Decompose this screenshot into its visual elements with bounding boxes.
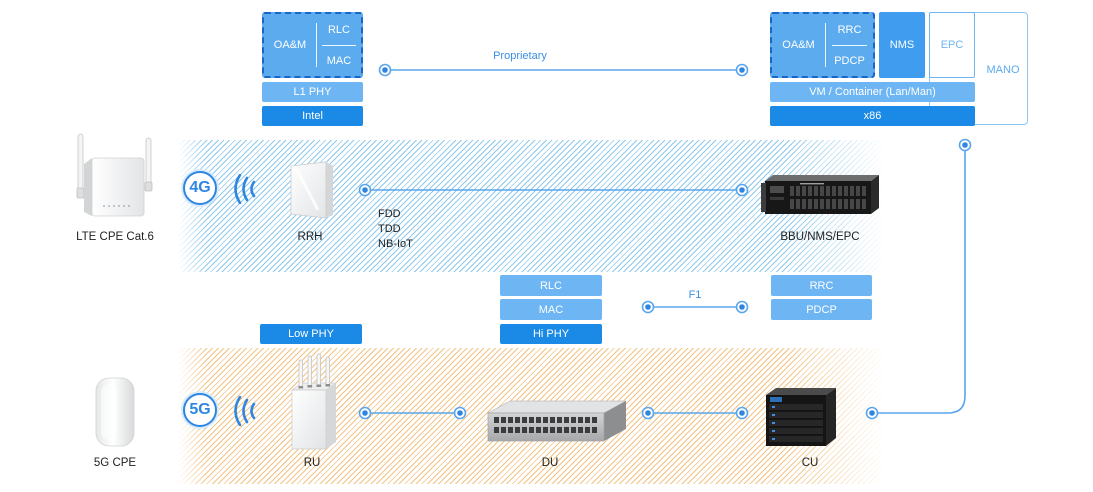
cu-top-face bbox=[766, 388, 836, 395]
core-stack-horizontal-divider bbox=[832, 45, 867, 46]
lte-fronthaul-left-endpoint bbox=[358, 183, 372, 197]
cu-rrc-box: RRC bbox=[771, 275, 872, 296]
edge-stack-oam-group: OA&M RLC MAC bbox=[262, 12, 363, 78]
bbu-side-face bbox=[871, 175, 879, 214]
du-mac-box: MAC bbox=[500, 299, 602, 320]
ru-label: RU bbox=[303, 457, 321, 469]
cu-control-module bbox=[770, 397, 782, 402]
5g-badge: 5G bbox=[183, 393, 217, 427]
bbu-label: BBU/NMS/EPC bbox=[780, 231, 860, 243]
cpe-right-antenna bbox=[144, 137, 153, 192]
edge-stack-horizontal-divider bbox=[322, 45, 356, 46]
lte-cpe-label: LTE CPE Cat.6 bbox=[76, 231, 154, 243]
du-top-face bbox=[487, 400, 627, 414]
cu-pdcp-box: PDCP bbox=[771, 299, 872, 320]
rrh-label: RRH bbox=[297, 231, 323, 243]
proprietary-link-left-endpoint bbox=[378, 63, 392, 77]
core-rrc-label: RRC bbox=[837, 24, 862, 36]
cpe-body-front bbox=[91, 157, 145, 217]
du-device-image bbox=[487, 400, 627, 442]
du-side-face bbox=[604, 401, 626, 441]
proprietary-link-label: Proprietary bbox=[493, 50, 547, 62]
core-oam-label: OA&M bbox=[782, 39, 815, 51]
cu-label: CU bbox=[801, 457, 819, 469]
5g-badge-text: 5G bbox=[189, 401, 211, 418]
cu-to-mano-backhaul-line bbox=[878, 151, 966, 414]
bbu-display bbox=[770, 186, 784, 193]
4g-badge-text: 4G bbox=[189, 179, 211, 196]
du-label: DU bbox=[541, 457, 559, 469]
duplex-mode-tdd: TDD bbox=[378, 223, 401, 235]
ru-device-image bbox=[290, 353, 338, 450]
ru-antennas bbox=[298, 353, 330, 389]
bbu-drive-bays bbox=[790, 186, 868, 211]
lte-fronthaul-right-endpoint bbox=[735, 183, 749, 197]
edge-oam-label: OA&M bbox=[273, 39, 307, 51]
ru-front-face bbox=[291, 389, 327, 450]
proprietary-link-right-endpoint bbox=[735, 63, 749, 77]
cu-side-face bbox=[826, 388, 836, 446]
f1-link-right-endpoint bbox=[735, 300, 749, 314]
ru-side-face bbox=[326, 383, 336, 449]
du-rlc-box: RLC bbox=[500, 275, 602, 296]
edge-stack-vertical-divider bbox=[316, 23, 317, 67]
cu-backhaul-endpoint bbox=[865, 406, 879, 420]
edge-l1-phy-box: L1 PHY bbox=[262, 82, 363, 102]
mano-label: MANO bbox=[986, 64, 1020, 76]
bbu-rack-ear bbox=[761, 183, 766, 212]
bbu-server-image bbox=[761, 175, 879, 214]
core-stack-vertical-divider bbox=[825, 23, 826, 67]
core-pdcp-label: PDCP bbox=[834, 55, 865, 67]
wireless-signal-icon bbox=[234, 174, 256, 204]
rrh-device-image bbox=[290, 161, 333, 219]
lte-cpe-device-image bbox=[76, 133, 153, 217]
cpe-body-side bbox=[84, 158, 92, 216]
mano-backhaul-endpoint bbox=[958, 138, 972, 152]
nms-box: NMS bbox=[879, 12, 925, 78]
cu-blade-slots bbox=[766, 404, 826, 444]
5g-cpe-label: 5G CPE bbox=[93, 457, 137, 469]
rrh-side-face bbox=[326, 162, 333, 218]
bbu-top-face bbox=[765, 175, 879, 181]
ru-low-phy-box: Low PHY bbox=[260, 324, 362, 344]
core-platform-box: x86 bbox=[770, 106, 975, 126]
cpe-left-antenna bbox=[76, 133, 85, 199]
duplex-mode-nb-iot: NB-IoT bbox=[378, 238, 413, 250]
du-cu-link-left-endpoint bbox=[641, 406, 655, 420]
epc-box: EPC bbox=[929, 12, 975, 78]
wireless-signal-icon bbox=[234, 396, 256, 426]
duplex-mode-fdd: FDD bbox=[378, 208, 401, 220]
edge-platform-box: Intel bbox=[262, 106, 363, 126]
cu-device-image bbox=[766, 388, 836, 446]
du-cu-link-right-endpoint bbox=[735, 406, 749, 420]
ru-du-link-right-endpoint bbox=[453, 406, 467, 420]
core-stack-oam-group: OA&M RRC PDCP bbox=[770, 12, 875, 78]
5g-cpe-device-image bbox=[95, 377, 135, 447]
virtualization-box: VM / Container (Lan/Man) bbox=[770, 82, 975, 102]
f1-link-label: F1 bbox=[688, 289, 702, 301]
du-ports bbox=[494, 417, 599, 437]
du-hi-phy-box: Hi PHY bbox=[500, 324, 602, 344]
f1-link-left-endpoint bbox=[641, 300, 655, 314]
edge-rlc-label: RLC bbox=[327, 24, 350, 36]
cpe-status-leds bbox=[103, 205, 130, 207]
edge-mac-label: MAC bbox=[326, 55, 352, 67]
ru-du-link-left-endpoint bbox=[358, 406, 372, 420]
4g-badge: 4G bbox=[183, 171, 217, 205]
